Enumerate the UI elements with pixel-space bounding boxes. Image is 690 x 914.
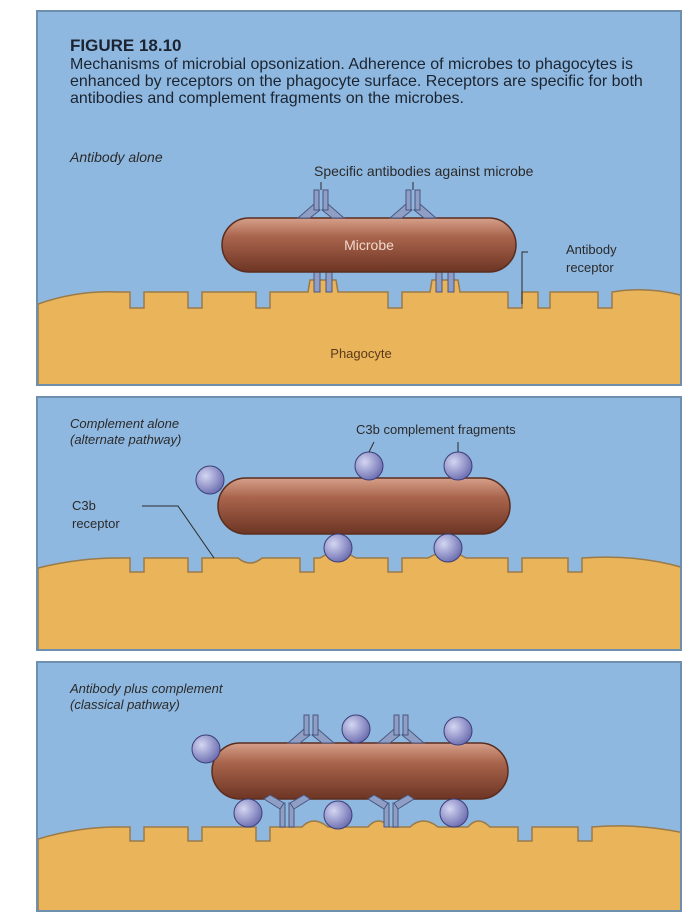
c3b-fragment (196, 466, 224, 494)
panel-complement-alone: Complement alone (alternate pathway) C3b… (36, 396, 682, 651)
microbe-label: Microbe (344, 237, 394, 253)
c3b-fragment (324, 801, 352, 829)
panel-1-title: Antibody alone (69, 149, 163, 165)
c3b-fragment (342, 715, 370, 743)
panel-antibody-plus-complement: Antibody plus complement (classical path… (36, 661, 682, 912)
panel-3-title-line2: (classical pathway) (70, 697, 180, 712)
panel-3-diagram: Antibody plus complement (classical path… (38, 663, 682, 912)
c3b-fragment (440, 799, 468, 827)
c3b-fragment (324, 534, 352, 562)
antibodies-label: Specific antibodies against microbe (314, 163, 534, 179)
microbe (218, 478, 510, 534)
phagocyte-cell (38, 280, 682, 386)
c3b-fragment (192, 735, 220, 763)
panel-antibody-alone: Antibody alone Specific antibodies again… (36, 10, 682, 386)
figure-number: FIGURE 18.10 (70, 36, 182, 56)
c3b-receptor-label-line2: receptor (72, 516, 120, 531)
panel-3-title-line1: Antibody plus complement (69, 681, 224, 696)
leader-line (142, 506, 214, 558)
antibody (378, 715, 424, 743)
leader-line (369, 442, 374, 452)
antibody (288, 715, 334, 743)
microbe (212, 743, 508, 799)
antibody-receptor-label-line2: receptor (566, 260, 614, 275)
c3b-fragment (434, 534, 462, 562)
c3b-fragment (444, 717, 472, 745)
panel-2-diagram: Complement alone (alternate pathway) C3b… (38, 398, 682, 651)
phagocyte-cell (38, 821, 682, 912)
antibody-receptor-label-line1: Antibody (566, 242, 617, 257)
c3b-fragment (234, 799, 262, 827)
antibody (390, 190, 436, 218)
c3b-fragment (444, 452, 472, 480)
phagocyte-label: Phagocyte (330, 346, 391, 361)
phagocyte-cell (38, 552, 682, 651)
antibody-receptor (264, 795, 310, 827)
panel-2-title-line1: Complement alone (70, 416, 179, 431)
c3b-receptor-label-line1: C3b (72, 498, 96, 513)
c3b-fragments-label: C3b complement fragments (356, 422, 516, 437)
antibody (298, 190, 344, 218)
panel-2-title-line2: (alternate pathway) (70, 432, 181, 447)
figure-caption: Mechanisms of microbial opsonization. Ad… (70, 56, 682, 107)
c3b-fragment (355, 452, 383, 480)
